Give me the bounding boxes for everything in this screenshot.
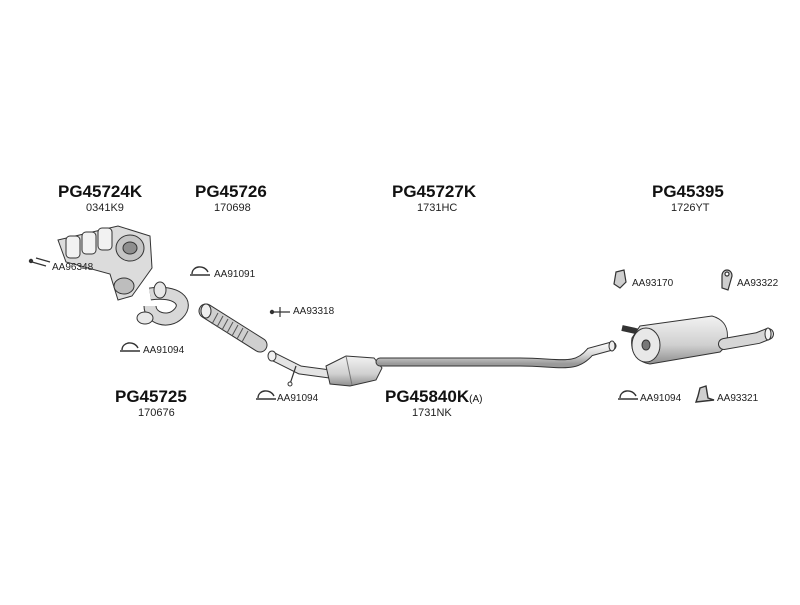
rear-silencer	[621, 315, 774, 365]
part-ref-flex-pipe: 170698	[214, 202, 251, 214]
down-pipe	[136, 281, 189, 326]
part-ref-rear-silencer: 1726YT	[671, 202, 710, 214]
part-code-manifold: PG45724K	[58, 182, 143, 201]
accessory-label-aa91094-mid: AA91094	[277, 393, 319, 404]
bolts-aa96348	[28, 257, 51, 267]
part-code-down-pipe: PG45725	[115, 387, 187, 406]
part-code-catalyst-suffix: (A)	[469, 394, 483, 405]
part-code-flex-pipe: PG45726	[195, 182, 267, 201]
part-ref-catalyst: 1731NK	[412, 407, 452, 419]
gasket-aa91094-left-icon	[120, 342, 140, 352]
clamp-aa91091-icon	[190, 266, 210, 276]
part-ref-down-pipe: 170676	[138, 407, 175, 419]
exhaust-manifold	[57, 225, 153, 301]
catalyst-front-pipe	[267, 350, 383, 387]
gasket-aa91094-mid-icon	[256, 390, 276, 400]
gasket-aa91094-right-icon	[618, 390, 638, 400]
accessory-label-aa91094-right: AA91094	[640, 393, 682, 404]
bolt-aa93318-icon	[269, 307, 290, 317]
accessory-label-aa93322: AA93322	[737, 278, 779, 289]
accessory-label-aa93321: AA93321	[717, 393, 759, 404]
bracket-aa93321-icon	[694, 385, 715, 403]
accessory-label-aa91094-left: AA91094	[143, 345, 185, 356]
rubber-mount-aa93322-icon	[721, 269, 733, 291]
part-code-catalyst: PG45840K(A)	[385, 388, 482, 405]
rubber-mount-aa93170-icon	[613, 269, 627, 289]
part-ref-front-pipe: 1731HC	[417, 202, 458, 214]
flex-pipe	[198, 303, 268, 353]
intermediate-pipe	[375, 340, 617, 369]
part-code-front-pipe: PG45727K	[392, 182, 477, 201]
accessory-label-aa93170: AA93170	[632, 278, 674, 289]
part-code-catalyst-text: PG45840K	[385, 387, 470, 406]
accessory-label-aa96348: AA96348	[52, 262, 94, 273]
part-code-rear-silencer: PG45395	[652, 182, 724, 201]
part-ref-manifold: 0341K9	[86, 202, 124, 214]
accessory-label-aa91091: AA91091	[214, 269, 256, 280]
accessory-label-aa93318: AA93318	[293, 306, 335, 317]
